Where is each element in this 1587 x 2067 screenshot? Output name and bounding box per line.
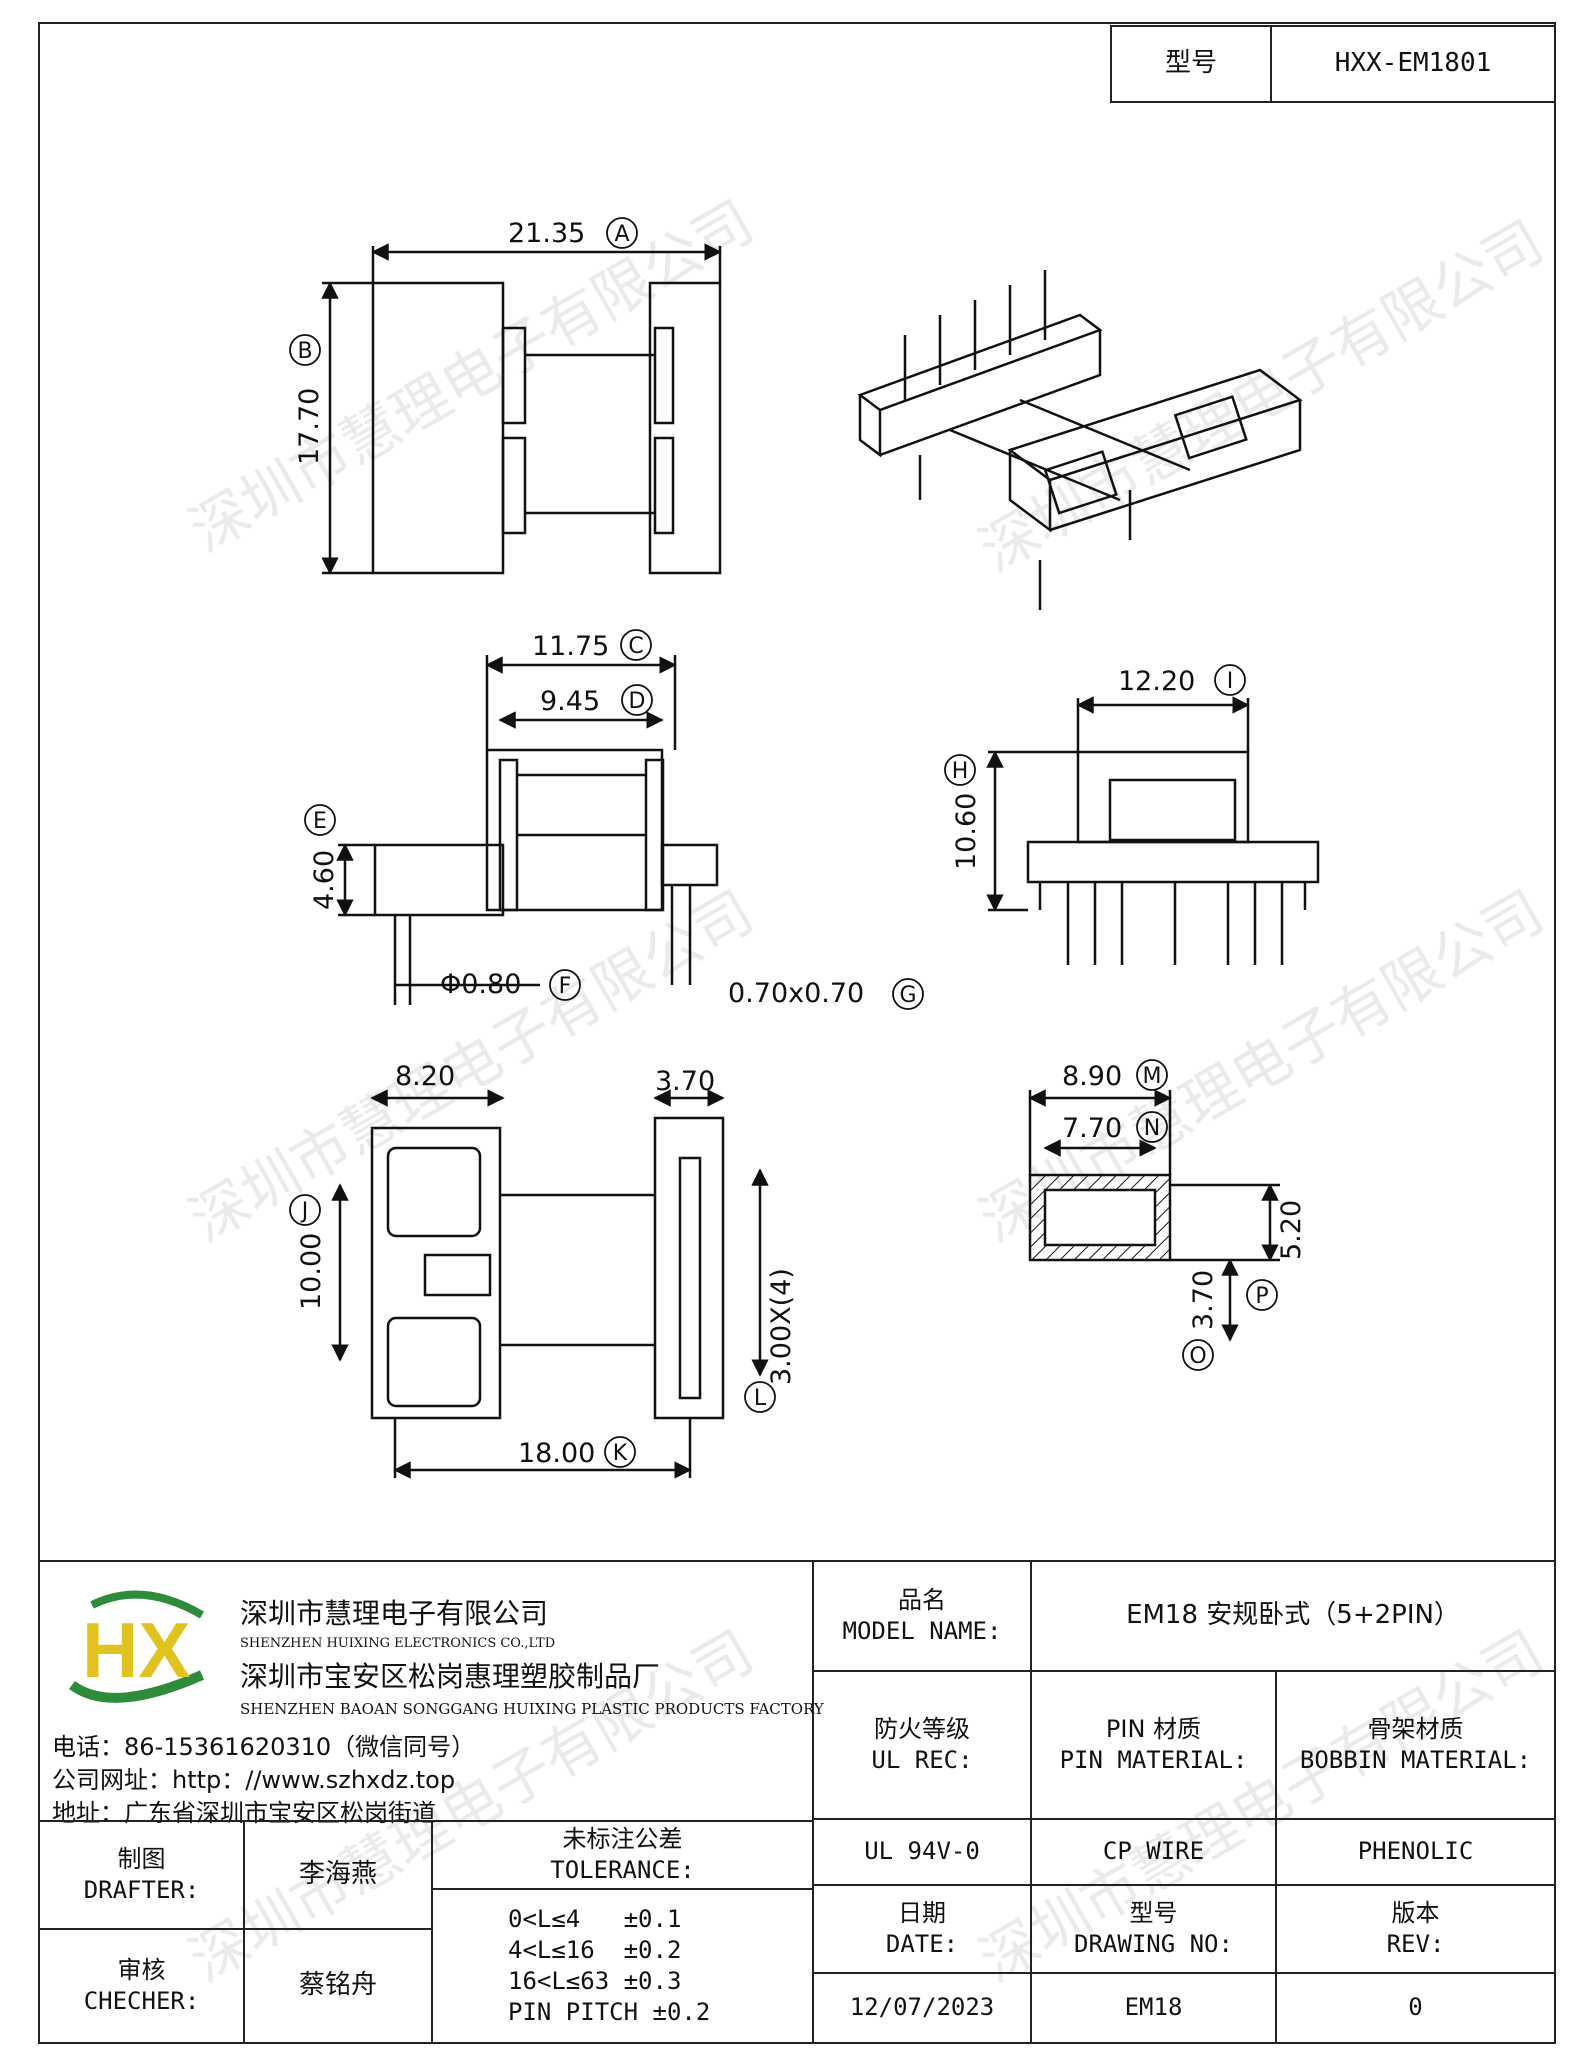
letter-j: J <box>300 1199 309 1224</box>
letter-p: P <box>1255 1284 1268 1309</box>
date-cn: 日期 <box>898 1898 946 1927</box>
bobbin-material-label: 骨架材质 BOBBIN MATERIAL: <box>1275 1670 1556 1820</box>
dim-bottom-right-width: 3.70 <box>655 1066 715 1097</box>
pin-material-label: PIN 材质 PIN MATERIAL: <box>1030 1670 1277 1820</box>
rev-label: 版本 REV: <box>1275 1884 1556 1974</box>
drawing-no-value: EM18 <box>1030 1972 1277 2044</box>
ul-rec-label: 防火等级 UL REC: <box>812 1670 1032 1820</box>
letter-m: M <box>1143 1064 1162 1089</box>
pin-material-value: CP WIRE <box>1030 1818 1277 1886</box>
letter-i: I <box>1227 669 1234 694</box>
ul-rec-cn: 防火等级 <box>874 1714 970 1743</box>
letter-k: K <box>613 1441 628 1466</box>
letter-d: D <box>629 689 646 714</box>
pin-material-cn: PIN 材质 <box>1105 1714 1202 1743</box>
dim-h: 10.60 <box>951 793 982 870</box>
dim-i: 12.20 <box>1118 666 1195 697</box>
checker-en: CHECHER: <box>83 1987 200 2015</box>
drawing-no-label: 型号 DRAWING NO: <box>1030 1884 1277 1974</box>
dim-n: 7.70 <box>1062 1113 1122 1144</box>
tolerance-row: 4<L≤16 ±0.2 <box>508 1935 682 1964</box>
dim-o: 3.70 <box>1188 1270 1219 1330</box>
letter-b: B <box>297 339 312 364</box>
tolerance-row: 0<L≤4 ±0.1 <box>508 1904 682 1933</box>
company-website[interactable]: 公司网址：http：//www.szhxdz.top <box>52 1766 456 1794</box>
section-view <box>1028 1089 1280 1342</box>
title-block <box>38 1560 1556 2044</box>
company-name-en: SHENZHEN HUIXING ELECTRONICS CO.,LTD <box>240 1636 556 1651</box>
letter-o: O <box>1189 1344 1206 1369</box>
letter-a: A <box>614 222 629 247</box>
front-view <box>986 696 1320 965</box>
letter-g: G <box>899 983 916 1008</box>
bottom-view <box>331 1089 769 1479</box>
technical-drawing: 21.35 A 17.70 B 11.75 C 9.45 D 4.60 E Φ0… <box>289 217 1320 1479</box>
header-type-value: HXX-EM1801 <box>1270 25 1556 103</box>
dim-a: 21.35 <box>508 218 585 249</box>
letter-e: E <box>313 809 327 834</box>
letter-l: L <box>754 1386 767 1411</box>
model-name-value: EM18 安规卧式（5+2PIN） <box>1030 1560 1556 1672</box>
tolerance-row: PIN PITCH ±0.2 <box>508 1998 711 2027</box>
drafter-cn: 制图 <box>117 1844 166 1873</box>
tolerance-cn: 未标注公差 <box>562 1824 683 1853</box>
model-name-label: 品名 MODEL NAME: <box>812 1560 1032 1672</box>
dim-f: Φ0.80 <box>440 969 521 1000</box>
factory-name-en: SHENZHEN BAOAN SONGGANG HUIXING PLASTIC … <box>240 1700 824 1718</box>
drawing-no-cn: 型号 <box>1129 1898 1178 1927</box>
date-en: DATE: <box>885 1930 959 1958</box>
drawing-no-en: DRAWING NO: <box>1074 1930 1233 1958</box>
drafter-name: 李海燕 <box>243 1820 433 1930</box>
iso-view <box>857 270 1303 610</box>
dim-b: 17.70 <box>294 388 325 465</box>
dim-bottom-left-width: 8.20 <box>395 1061 455 1092</box>
dim-j: 10.00 <box>296 1233 327 1310</box>
tolerance-values: 0<L≤4 ±0.1 4<L≤16 ±0.2 16<L≤63 ±0.3 PIN … <box>431 1888 814 2044</box>
dim-m: 8.90 <box>1062 1061 1122 1092</box>
dim-g: 0.70x0.70 <box>728 978 864 1009</box>
model-name-cn: 品名 <box>898 1585 946 1614</box>
dim-l: 3.00X(4) <box>766 1268 797 1385</box>
checker-cn: 审核 <box>117 1955 166 1984</box>
date-value: 12/07/2023 <box>812 1972 1032 2044</box>
ul-rec-value: UL 94V-0 <box>812 1818 1032 1886</box>
drafter-en: DRAFTER: <box>83 1876 200 1904</box>
dim-d: 9.45 <box>540 686 600 717</box>
dimension-labels: 21.35 A 17.70 B 11.75 C 9.45 D 4.60 E Φ0… <box>289 217 1307 1469</box>
bobbin-material-cn: 骨架材质 <box>1367 1714 1464 1743</box>
letter-c: C <box>628 634 643 659</box>
logo-text: HX <box>82 1606 190 1694</box>
company-logo: HX <box>52 1585 217 1715</box>
tolerance-en: TOLERANCE: <box>550 1856 695 1884</box>
letter-h: H <box>952 759 969 784</box>
pin-material-en: PIN MATERIAL: <box>1059 1746 1248 1774</box>
letter-n: N <box>1144 1116 1160 1141</box>
side-view <box>336 655 719 1005</box>
rev-en: REV: <box>1386 1930 1445 1958</box>
date-label: 日期 DATE: <box>812 1884 1032 1974</box>
checker-name: 蔡铭舟 <box>243 1928 433 2044</box>
dim-c: 11.75 <box>532 631 609 662</box>
company-name-cn: 深圳市慧理电子有限公司 <box>240 1597 549 1630</box>
dim-k: 18.00 <box>518 1438 595 1469</box>
company-phone: 电话：86-15361620310（微信同号） <box>52 1733 476 1761</box>
dim-e: 4.60 <box>309 850 340 910</box>
tolerance-row: 16<L≤63 ±0.3 <box>508 1967 682 1995</box>
drafter-label: 制图 DRAFTER: <box>38 1820 245 1930</box>
bobbin-material-value: PHENOLIC <box>1275 1818 1556 1886</box>
ul-rec-en: UL REC: <box>871 1746 973 1774</box>
rev-cn: 版本 <box>1391 1898 1440 1927</box>
factory-name-cn: 深圳市宝安区松岗惠理塑胶制品厂 <box>240 1660 661 1693</box>
dim-p: 5.20 <box>1276 1200 1307 1260</box>
rev-value: 0 <box>1275 1972 1556 2044</box>
top-view <box>321 243 722 575</box>
model-name-en: MODEL NAME: <box>842 1617 1002 1645</box>
tolerance-label: 未标注公差 TOLERANCE: <box>431 1820 814 1890</box>
letter-f: F <box>559 974 572 999</box>
bobbin-material-en: BOBBIN MATERIAL: <box>1299 1746 1532 1774</box>
checker-label: 审核 CHECHER: <box>38 1928 245 2044</box>
